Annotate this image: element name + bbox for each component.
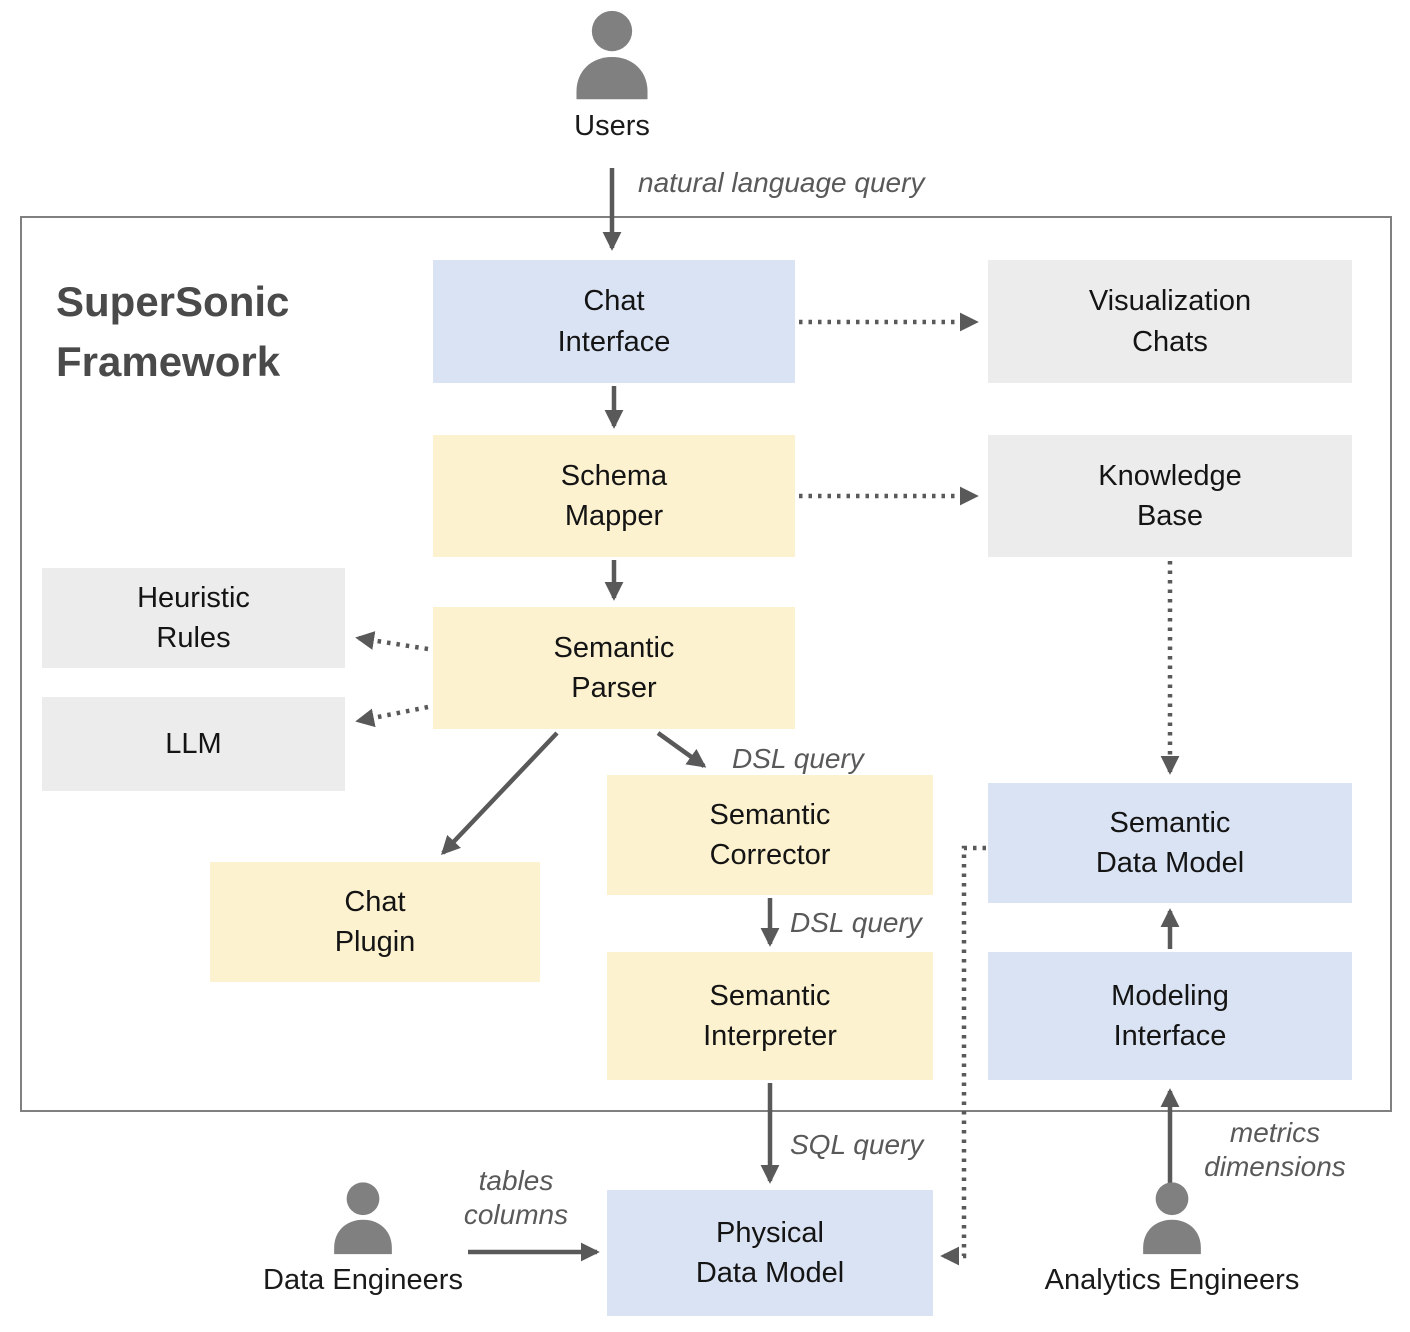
node-label: Semantic — [553, 631, 675, 664]
actor-users: Users — [542, 8, 682, 143]
node-label: Heuristic — [137, 581, 250, 614]
node-modeling-interface: Modeling Interface — [988, 952, 1352, 1080]
node-chat-plugin: Chat Plugin — [210, 862, 540, 982]
users-person-icon — [576, 10, 648, 100]
edge-label-metrics-dimensions: metrics dimensions — [1180, 1116, 1370, 1184]
node-semantic-parser: Semantic Parser — [433, 607, 795, 729]
edge-label-line: columns — [463, 1199, 569, 1231]
node-chat-interface: Chat Interface — [433, 260, 795, 383]
edge-label-dsl-query-2: DSL query — [790, 907, 922, 938]
actor-data-engineers: Data Engineers — [238, 1180, 488, 1297]
node-label: Knowledge — [1098, 459, 1242, 492]
edge-label-line: tables — [478, 1165, 554, 1196]
actor-analytics-engineers: Analytics Engineers — [1022, 1180, 1322, 1297]
node-label: Chat — [583, 285, 645, 318]
node-label: Schema — [560, 459, 668, 492]
node-label: LLM — [165, 727, 222, 760]
analytics-engineers-person-icon — [1143, 1182, 1201, 1255]
node-label: Corrector — [709, 839, 831, 871]
node-label: Base — [1136, 500, 1204, 532]
node-label: Parser — [571, 672, 657, 704]
node-llm: LLM — [42, 697, 345, 791]
node-heuristic-rules: Heuristic Rules — [42, 568, 345, 668]
users-label: Users — [574, 110, 650, 142]
node-label: Visualization — [1088, 285, 1252, 318]
node-semantic-interpreter: Semantic Interpreter — [607, 952, 933, 1080]
node-label: Semantic — [709, 979, 831, 1012]
node-label: Data Model — [1095, 847, 1245, 879]
node-physical-data-model: Physical Data Model — [607, 1190, 933, 1316]
node-label: Modeling — [1111, 979, 1229, 1012]
node-visualization-chats: Visualization Chats — [988, 260, 1352, 383]
node-label: Data Model — [695, 1257, 845, 1289]
node-label: Semantic — [1109, 806, 1231, 839]
node-label: Rules — [156, 622, 231, 654]
data-engineers-label: Data Engineers — [263, 1264, 463, 1296]
node-label: Chat — [344, 885, 406, 918]
node-label: Physical — [716, 1216, 824, 1249]
node-label: Chats — [1132, 325, 1208, 358]
analytics-engineers-label: Analytics Engineers — [1044, 1264, 1300, 1296]
edge-label-line: metrics — [1229, 1117, 1321, 1148]
node-semantic-corrector: Semantic Corrector — [607, 775, 933, 895]
node-label: Plugin — [334, 926, 416, 958]
node-label: Interface — [1113, 1020, 1227, 1052]
node-schema-mapper: Schema Mapper — [433, 435, 795, 557]
framework-title: SuperSonic Framework — [56, 272, 289, 392]
edge-label-natural-language-query: natural language query — [638, 167, 925, 198]
edge-label-line: dimensions — [1204, 1151, 1346, 1183]
framework-title-line1: SuperSonic — [56, 278, 290, 325]
framework-title-line2: Framework — [56, 338, 281, 386]
node-label: Interface — [557, 325, 671, 358]
edge-label-dsl-query-1: DSL query — [732, 743, 864, 774]
node-semantic-data-model: Semantic Data Model — [988, 783, 1352, 903]
framework-boundary — [20, 216, 1392, 1112]
edge-label-sql-query: SQL query — [790, 1129, 924, 1160]
node-knowledge-base: Knowledge Base — [988, 435, 1352, 557]
edge-label-tables-columns: tables columns — [436, 1164, 596, 1232]
node-label: Semantic — [709, 798, 831, 831]
node-label: Interpreter — [703, 1020, 837, 1052]
node-label: Mapper — [564, 500, 664, 532]
data-engineers-person-icon — [334, 1182, 392, 1255]
